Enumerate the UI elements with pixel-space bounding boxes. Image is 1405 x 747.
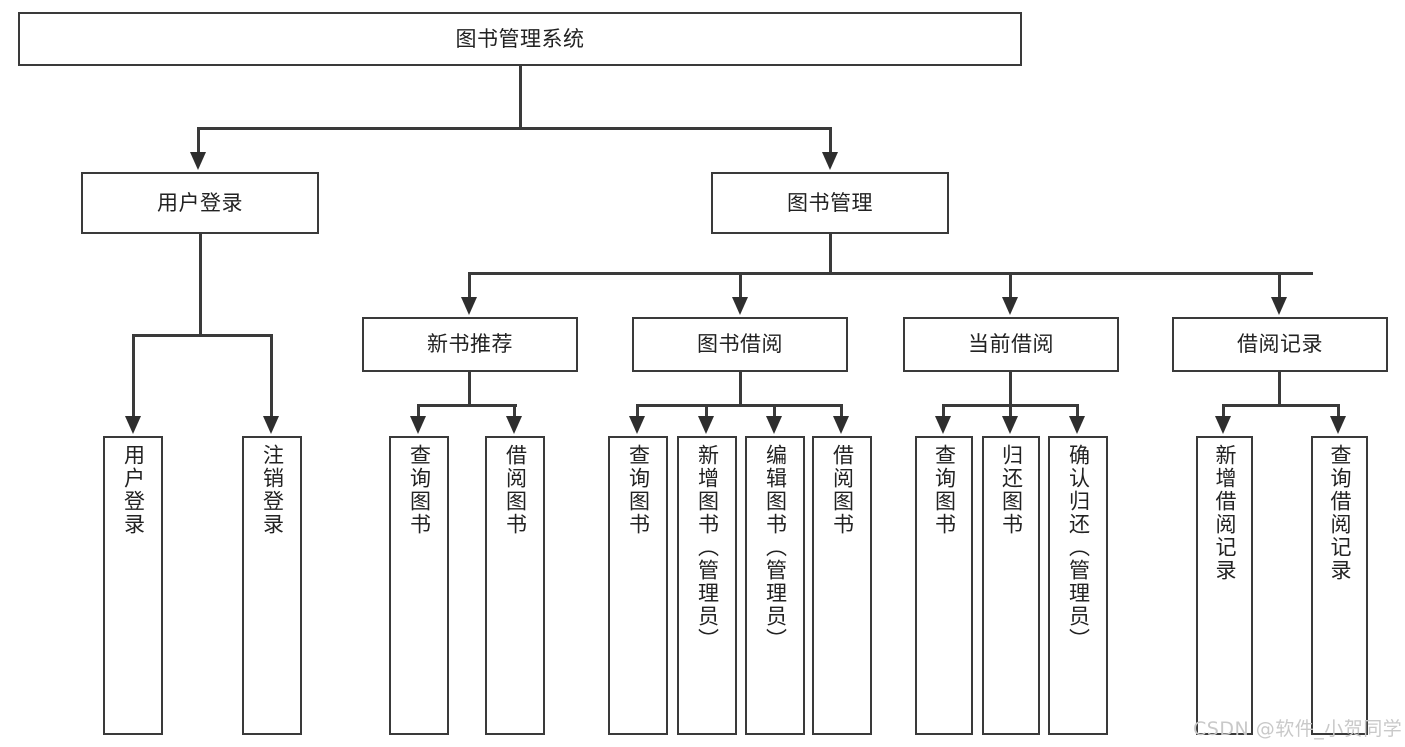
arrowhead-book-manage-to-new-books xyxy=(461,297,477,315)
arrowhead-current-to-leaf-2 xyxy=(1069,416,1085,434)
connector-borrow-to-leaf-0 xyxy=(636,404,639,418)
connector-new-books-bus xyxy=(417,404,517,407)
arrowhead-borrow-to-leaf-3 xyxy=(833,416,849,434)
connector-new-books-to-leaf-0 xyxy=(417,404,420,418)
connector-user-login-to-leaf-1 xyxy=(270,334,273,418)
arrowhead-records-to-leaf-1 xyxy=(1330,416,1346,434)
arrowhead-book-manage-to-current xyxy=(1002,297,1018,315)
arrowhead-borrow-to-leaf-0 xyxy=(629,416,645,434)
node-label: 用户登录 xyxy=(157,190,243,215)
node-borrow-records[interactable]: 借阅记录 xyxy=(1172,317,1388,372)
node-label: 图书管理系统 xyxy=(455,26,585,51)
connector-records-to-leaf-1 xyxy=(1337,404,1340,418)
arrowhead-book-manage-to-borrow xyxy=(732,297,748,315)
arrowhead-user-login-to-leaf-1 xyxy=(263,416,279,434)
leaf-node-query-books-borrow[interactable]: 查询图书 xyxy=(608,436,668,735)
connector-root-to-user-login xyxy=(197,127,200,154)
arrowhead-new-books-to-leaf-1 xyxy=(506,416,522,434)
connector-root-stem xyxy=(519,66,522,129)
leaf-node-return-books[interactable]: 归还图书 xyxy=(982,436,1040,735)
connector-book-manage-to-current xyxy=(1009,272,1012,299)
connector-new-books-to-leaf-1 xyxy=(513,404,516,418)
connector-borrow-to-leaf-3 xyxy=(840,404,843,418)
node-label: 查询图书 xyxy=(932,444,957,536)
connector-borrow-to-leaf-1 xyxy=(705,404,708,418)
connector-current-to-leaf-2 xyxy=(1076,404,1079,418)
node-label: 确认归还（管理员） xyxy=(1066,444,1091,651)
node-label: 借阅图书 xyxy=(503,444,528,536)
node-current-borrow[interactable]: 当前借阅 xyxy=(903,317,1119,372)
connector-records-to-leaf-0 xyxy=(1222,404,1225,418)
arrowhead-records-to-leaf-0 xyxy=(1215,416,1231,434)
arrowhead-borrow-to-leaf-1 xyxy=(698,416,714,434)
node-label: 图书借阅 xyxy=(697,332,783,357)
connector-borrow-stem xyxy=(739,372,742,407)
connector-current-stem xyxy=(1009,372,1012,407)
node-label: 新增借阅记录 xyxy=(1213,444,1237,582)
node-label: 查询借阅记录 xyxy=(1328,444,1352,582)
connector-root-bus xyxy=(197,127,831,130)
connector-book-manage-stem xyxy=(829,234,832,274)
connector-borrow-to-leaf-2 xyxy=(773,404,776,418)
arrowhead-new-books-to-leaf-0 xyxy=(410,416,426,434)
node-user-login[interactable]: 用户登录 xyxy=(81,172,319,234)
leaf-node-query-books-current[interactable]: 查询图书 xyxy=(915,436,973,735)
node-label: 用户登录 xyxy=(121,444,146,536)
connector-book-manage-to-new-books xyxy=(468,272,471,299)
node-label: 新书推荐 xyxy=(427,332,513,357)
node-label: 当前借阅 xyxy=(968,332,1054,357)
node-book-borrow[interactable]: 图书借阅 xyxy=(632,317,848,372)
arrowhead-book-manage-to-records xyxy=(1271,297,1287,315)
arrowhead-root-to-book-manage xyxy=(822,152,838,170)
arrowhead-current-to-leaf-0 xyxy=(935,416,951,434)
leaf-node-user-login[interactable]: 用户登录 xyxy=(103,436,163,735)
arrowhead-user-login-to-leaf-0 xyxy=(125,416,141,434)
connector-user-login-to-leaf-0 xyxy=(132,334,135,418)
connector-borrow-bus xyxy=(636,404,842,407)
connector-book-manage-to-records xyxy=(1278,272,1281,299)
connector-new-books-stem xyxy=(468,372,471,407)
leaf-node-add-book-admin[interactable]: 新增图书（管理员） xyxy=(677,436,737,735)
leaf-node-borrow-books-new[interactable]: 借阅图书 xyxy=(485,436,545,735)
node-root-system[interactable]: 图书管理系统 xyxy=(18,12,1022,66)
connector-root-to-book-manage xyxy=(829,127,832,154)
connector-current-to-leaf-1 xyxy=(1009,404,1012,418)
leaf-node-borrow-books[interactable]: 借阅图书 xyxy=(812,436,872,735)
leaf-node-query-borrow-record[interactable]: 查询借阅记录 xyxy=(1311,436,1368,735)
node-label: 查询图书 xyxy=(407,444,432,536)
connector-records-bus xyxy=(1222,404,1340,407)
connector-current-to-leaf-0 xyxy=(942,404,945,418)
node-label: 注销登录 xyxy=(260,444,285,536)
node-label: 新增图书（管理员） xyxy=(695,444,720,651)
node-label: 借阅图书 xyxy=(830,444,855,536)
leaf-node-query-books-new[interactable]: 查询图书 xyxy=(389,436,449,735)
connector-user-login-bus xyxy=(132,334,272,337)
connector-book-manage-to-borrow xyxy=(739,272,742,299)
node-label: 编辑图书（管理员） xyxy=(763,444,788,651)
connector-book-manage-bus xyxy=(468,272,1313,275)
node-label: 借阅记录 xyxy=(1237,332,1323,357)
arrowhead-root-to-user-login xyxy=(190,152,206,170)
node-book-management[interactable]: 图书管理 xyxy=(711,172,949,234)
arrowhead-borrow-to-leaf-2 xyxy=(766,416,782,434)
leaf-node-confirm-return-admin[interactable]: 确认归还（管理员） xyxy=(1048,436,1108,735)
node-label: 图书管理 xyxy=(787,190,873,215)
csdn-watermark: CSDN @软件_小贺同学 xyxy=(1193,718,1403,740)
node-label: 归还图书 xyxy=(999,444,1024,536)
connector-records-stem xyxy=(1278,372,1281,407)
leaf-node-add-borrow-record[interactable]: 新增借阅记录 xyxy=(1196,436,1253,735)
node-label: 查询图书 xyxy=(626,444,651,536)
leaf-node-logout[interactable]: 注销登录 xyxy=(242,436,302,735)
leaf-node-edit-book-admin[interactable]: 编辑图书（管理员） xyxy=(745,436,805,735)
arrowhead-current-to-leaf-1 xyxy=(1002,416,1018,434)
connector-user-login-stem xyxy=(199,234,202,336)
node-new-book-recommend[interactable]: 新书推荐 xyxy=(362,317,578,372)
